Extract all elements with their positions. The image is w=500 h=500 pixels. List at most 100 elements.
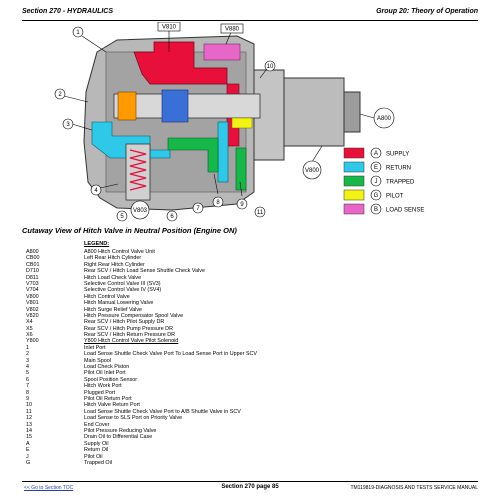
oil-color-key: A SUPPLY E RETURN J TRAPPED G PILOT B LO…	[343, 147, 424, 215]
legend-description: Hitch Manual Lowering Valve	[84, 300, 154, 307]
legend-code: 6	[26, 376, 29, 383]
legend-row: 13 End Cover	[22, 422, 480, 428]
legend-description: Right Rear Hitch Cylinder	[84, 261, 145, 268]
legend-code: 5	[26, 370, 29, 377]
legend-description: Pilot Oil Inlet Port	[84, 370, 126, 377]
legend-code: 2	[26, 351, 29, 358]
legend-code: Y800	[26, 338, 39, 345]
legend-description: Hitch Valve Return Port	[84, 402, 140, 409]
callout-7: 7	[196, 206, 200, 212]
legend-description: A800 Hitch Control Valve Unit	[84, 249, 155, 255]
legend-code: X4	[26, 319, 33, 326]
header-group: Group 20: Theory of Operation	[376, 8, 478, 15]
legend-description: Drain Oil to Differential Case	[84, 434, 153, 441]
callout-11: 11	[257, 210, 264, 216]
spool-land	[117, 91, 137, 121]
callout-v810: V810	[162, 25, 177, 31]
legend-description: Plugged Port	[84, 389, 116, 396]
legend-code: V802	[26, 306, 39, 313]
legend-description: Hitch Work Port	[84, 383, 122, 390]
legend-code: D811	[26, 274, 39, 281]
hitch-valve-cutaway-diagram: V810 V880 A800 V800 V803 1 2 3 4 5 6 7 8…	[54, 22, 424, 222]
callout-a800: A800	[377, 116, 392, 122]
leader-lines	[63, 28, 375, 219]
key-pilot-circle	[370, 189, 382, 201]
callout-v803-circle	[130, 200, 150, 220]
legend-code: 4	[26, 364, 29, 371]
callout-8: 8	[216, 200, 220, 206]
legend-description: Supply Oil	[84, 440, 109, 447]
supply-oil-path	[133, 41, 228, 85]
key-load-sense-letter: B	[374, 207, 378, 213]
callout-4-circle	[90, 184, 102, 196]
key-supply-circle	[370, 147, 382, 159]
key-trapped-circle	[370, 175, 382, 187]
callout-y800-circle	[302, 160, 322, 180]
legend-row: X4 Rear SCV / Hitch Pilot Supply DR	[22, 319, 480, 325]
key-pilot-label: PILOT	[386, 193, 404, 199]
return-oil-channel	[217, 121, 229, 183]
key-return-letter: E	[374, 165, 378, 171]
page-footer: << Go to Section TOC Section 270 page 85…	[22, 483, 478, 493]
key-return-swatch	[343, 161, 365, 173]
legend-description: Y800 Hitch Control Valve Pilot Solenoid	[84, 338, 179, 345]
legend-code: V800	[26, 293, 39, 300]
key-supply-swatch	[343, 147, 365, 159]
callout-8-circle	[212, 196, 224, 208]
callout-11-circle	[254, 206, 266, 218]
legend-description: Hitch Control Valve	[84, 293, 130, 300]
legend-code: CB00	[26, 255, 40, 262]
legend-code: 3	[26, 357, 29, 364]
callout-v880: V880	[225, 27, 240, 33]
legend-code: 1	[26, 344, 29, 351]
legend-row: 5 Pilot Oil Inlet Port	[22, 370, 480, 376]
legend-description: Hitch Load Check Valve	[84, 274, 142, 281]
page-header: Section 270 - HYDRAULICS Group 20: Theor…	[22, 8, 478, 20]
legend-description: Trapped Oil	[84, 459, 112, 466]
legend-description: Load Sense Shuttle Check Valve Port to A…	[84, 408, 241, 415]
legend-description: Hitch Surge Relief Valve	[84, 306, 143, 313]
callout-v803: V803	[133, 208, 148, 214]
legend-description: Rear SCV / Hitch Pilot Supply DR	[84, 319, 165, 326]
legend-code: X6	[26, 332, 33, 339]
callout-3-circle	[62, 118, 74, 130]
trapped-oil-channel	[235, 147, 247, 191]
key-return-circle	[370, 161, 382, 173]
callout-2: 2	[58, 92, 62, 98]
legend-title: LEGEND:	[84, 241, 110, 247]
legend-description: Inlet Port	[84, 344, 106, 351]
solenoid-cap	[343, 91, 361, 133]
key-return-label: RETURN	[386, 165, 411, 171]
legend-code: A	[26, 440, 30, 447]
legend-code: 9	[26, 395, 29, 402]
legend-code: E	[26, 447, 30, 454]
legend-description: Pilot Oil	[84, 453, 103, 460]
legend-code: 10	[26, 402, 32, 409]
load-check-spring	[129, 149, 147, 191]
footer-rule	[22, 481, 478, 482]
legend-description: End Cover	[84, 421, 110, 428]
legend-description: Main Spool	[84, 357, 111, 364]
spool-collar	[161, 89, 189, 123]
callout-5-circle	[116, 210, 128, 222]
callout-9: 9	[240, 202, 244, 208]
legend-description: Load Sense to SLS Port on Priority Valve	[84, 415, 183, 422]
footer-page-label: Section 270 page 85	[221, 484, 279, 490]
section-toc-link[interactable]: << Go to Section TOC	[24, 485, 74, 491]
solenoid-body	[283, 77, 345, 147]
legend-code: 13	[26, 421, 32, 428]
legend-row: 1 Inlet Port	[22, 345, 480, 351]
key-load-sense-swatch	[343, 203, 365, 215]
legend-description: Pilot Pressure Reducing Valve	[84, 427, 157, 434]
